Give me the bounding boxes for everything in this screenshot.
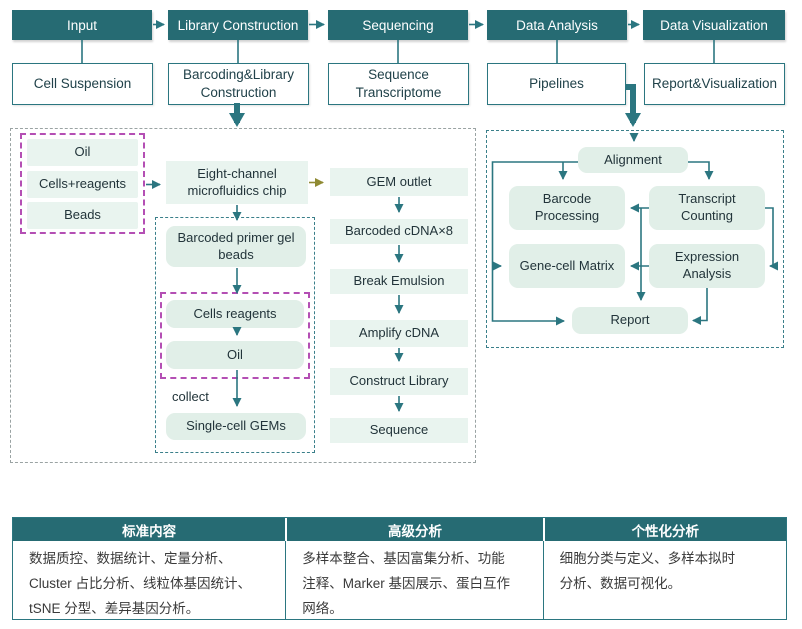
node-gem-outlet: GEM outlet bbox=[330, 168, 468, 196]
node-droplet-oil: Oil bbox=[166, 341, 304, 369]
node-alignment: Alignment bbox=[578, 147, 688, 173]
node-oil: Oil bbox=[27, 139, 138, 166]
node-construct-library: Construct Library bbox=[330, 368, 468, 395]
node-barcode-processing: Barcode Processing bbox=[509, 186, 625, 230]
node-transcript-counting: Transcript Counting bbox=[649, 186, 765, 230]
table-cell-personalized: 细胞分类与定义、多样本拟时 分析、数据可视化。 bbox=[542, 541, 786, 619]
node-beads: Beads bbox=[27, 202, 138, 229]
table-header-row: 标准内容 高级分析 个性化分析 bbox=[13, 518, 786, 541]
analysis-container bbox=[486, 130, 784, 348]
node-gene-cell-matrix: Gene-cell Matrix bbox=[509, 244, 625, 288]
analysis-table: 标准内容 高级分析 个性化分析 数据质控、数据统计、定量分析、 Cluster … bbox=[12, 517, 787, 620]
stage-header-input: Input bbox=[12, 10, 152, 40]
node-report: Report bbox=[572, 307, 688, 334]
node-sequence: Sequence bbox=[330, 418, 468, 443]
node-gel-beads: Barcoded primer gel beads bbox=[166, 226, 306, 267]
stage-sub-pipelines: Pipelines bbox=[487, 63, 626, 105]
table-header-standard: 标准内容 bbox=[13, 518, 286, 541]
table-body-row: 数据质控、数据统计、定量分析、 Cluster 占比分析、线粒体基因统计、 tS… bbox=[13, 541, 786, 619]
node-break-emulsion: Break Emulsion bbox=[330, 269, 468, 294]
node-expression-analysis: Expression Analysis bbox=[649, 244, 765, 288]
node-microfluidics-chip: Eight-channel microfluidics chip bbox=[166, 161, 308, 204]
stage-sub-report: Report&Visualization bbox=[644, 63, 785, 105]
library-construction-container bbox=[10, 128, 476, 463]
arrow-pipelines-to-alignment-area bbox=[625, 84, 641, 127]
stage-sub-barcoding: Barcoding&Library Construction bbox=[168, 63, 309, 105]
input-reagents-group bbox=[20, 133, 145, 234]
table-cell-advanced: 多样本整合、基因富集分析、功能 注释、Marker 基因展示、蛋白互作 网络。 bbox=[285, 541, 543, 619]
collect-label: collect bbox=[172, 389, 209, 404]
stage-header-library: Library Construction bbox=[168, 10, 308, 40]
table-header-advanced: 高级分析 bbox=[285, 518, 543, 541]
node-droplet-cells: Cells reagents bbox=[166, 300, 304, 328]
stage-sub-transcriptome: Sequence Transcriptome bbox=[328, 63, 469, 105]
stage-header-visualization: Data Visualization bbox=[643, 10, 785, 40]
table-header-personalized: 个性化分析 bbox=[542, 518, 786, 541]
node-cells-reagents: Cells+reagents bbox=[27, 171, 138, 198]
stage-sub-cell-suspension: Cell Suspension bbox=[12, 63, 153, 105]
stage-header-data-analysis: Data Analysis bbox=[487, 10, 627, 40]
node-amplify-cdna: Amplify cDNA bbox=[330, 320, 468, 347]
node-single-cell-gems: Single-cell GEMs bbox=[166, 413, 306, 440]
node-barcoded-cdna: Barcoded cDNA×8 bbox=[330, 219, 468, 244]
table-cell-standard: 数据质控、数据统计、定量分析、 Cluster 占比分析、线粒体基因统计、 tS… bbox=[13, 541, 286, 619]
stage-header-sequencing: Sequencing bbox=[328, 10, 468, 40]
